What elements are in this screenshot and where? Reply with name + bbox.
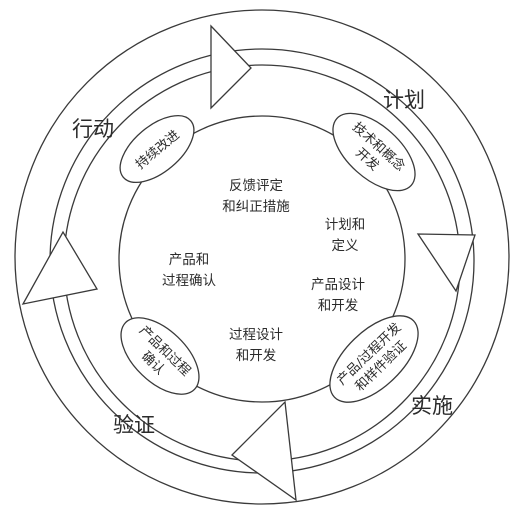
stage-oval-improve: 持续改进 xyxy=(119,115,195,183)
inner-plan-define-line1: 计划和 xyxy=(325,217,366,233)
arrow-right-triangle xyxy=(416,233,476,293)
inner-process-design-line1: 过程设计 xyxy=(229,327,283,343)
stage-oval-validation: 产品和过程 确认 xyxy=(120,317,200,395)
phase-label-act: 行动 xyxy=(72,117,114,141)
stage-oval-improve-shape xyxy=(119,115,195,183)
inner-product-design-line2: 和开发 xyxy=(318,298,359,314)
inner-product-validation-line2: 过程确认 xyxy=(162,273,216,289)
phase-label-do: 实施 xyxy=(411,394,453,418)
inner-feedback-line2: 和纠正措施 xyxy=(222,199,290,215)
inner-circle xyxy=(118,115,406,403)
phase-label-check: 验证 xyxy=(113,413,155,437)
inner-feedback-line1: 反馈评定 xyxy=(229,178,283,194)
stage-oval-concept: 技术和概念 开发 xyxy=(332,112,416,192)
inner-product-design-line1: 产品设计 xyxy=(311,277,365,293)
inner-process-design-line2: 和开发 xyxy=(236,348,277,364)
inner-plan-define-line2: 定义 xyxy=(332,238,359,254)
arrow-bottom-triangle xyxy=(230,400,297,502)
stage-oval-prototype-shape xyxy=(329,315,419,403)
phase-label-plan: 计划 xyxy=(383,88,425,112)
stage-oval-concept-shape xyxy=(332,112,416,192)
stage-oval-validation-shape xyxy=(120,317,200,395)
arrow-top-triangle xyxy=(210,24,252,110)
outer-ring xyxy=(14,9,510,505)
inner-product-validation-line1: 产品和 xyxy=(169,252,210,268)
arrow-left-triangle xyxy=(21,230,99,305)
